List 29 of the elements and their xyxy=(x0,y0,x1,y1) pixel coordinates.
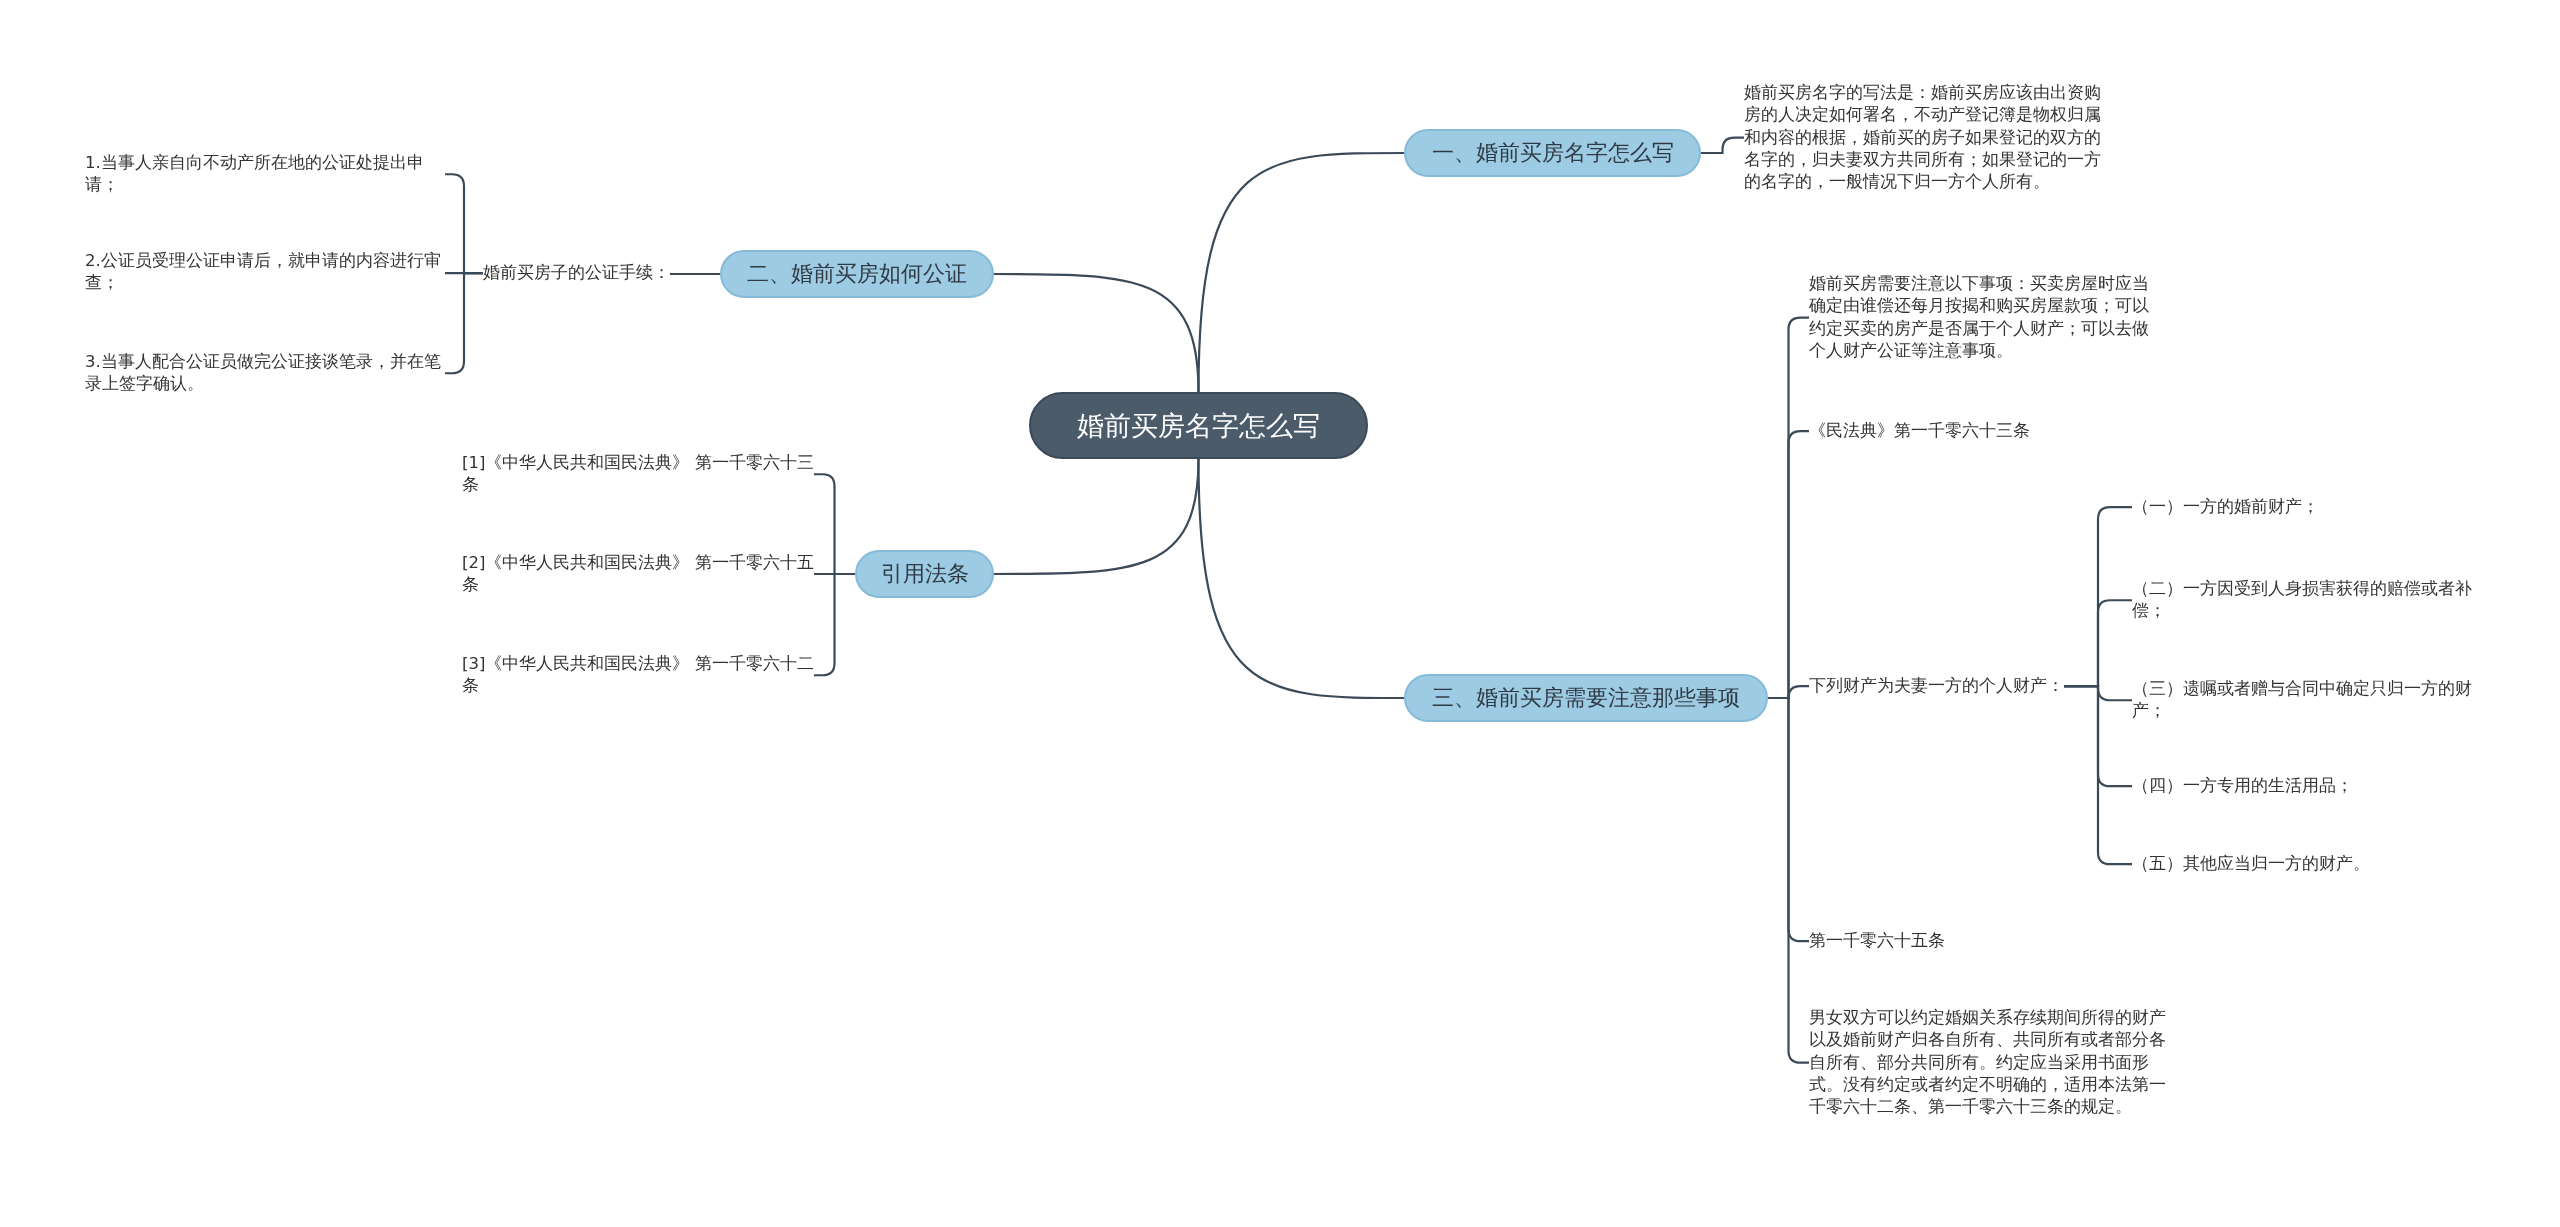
subtopic-text: [1]《中华人民共和国民法典》 第一千零六十三条 xyxy=(462,452,814,497)
subtopic-text: 下列财产为夫妻一方的个人财产： xyxy=(1809,675,2064,698)
subtopic-text: 婚前买房名字的写法是：婚前买房应该由出资购房的人决定如何署名，不动产登记簿是物权归属和内容的根据，婚前买的房子如果登记的双方的名字的，归夫妻双方共同所有；如果登记的一方的名字的，一般情况下归一方个人所有。 xyxy=(1744,82,2110,194)
subtopic-text: 1.当事人亲自向不动产所在地的公证处提出申请； xyxy=(85,152,445,197)
subtopic-text: （三）遗嘱或者赠与合同中确定只归一方的财产； xyxy=(2132,678,2492,723)
topic-pill: 一、婚前买房名字怎么写 xyxy=(1404,129,1701,177)
topic-pill: 二、婚前买房如何公证 xyxy=(720,250,994,298)
connector-line xyxy=(1768,696,1809,1064)
subtopic-text: [2]《中华人民共和国民法典》 第一千零六十五条 xyxy=(462,552,814,597)
central-topic: 婚前买房名字怎么写 xyxy=(1029,392,1368,459)
topic-pill: 引用法条 xyxy=(855,550,994,598)
connector-line xyxy=(670,272,720,276)
connector-line xyxy=(1197,458,1404,700)
subtopic-text: 2.公证员受理公证申请后，就申请的内容进行审查； xyxy=(85,250,445,295)
subtopic-text: 第一千零六十五条 xyxy=(1809,930,1945,953)
subtopic-text: 男女双方可以约定婚姻关系存续期间所得的财产以及婚前财产归各自所有、共同所有或者部分各自所有、部分共同所有。约定应当采用书面形式。没有约定或者约定不明确的，适用本法第一千零六十二条、第一千零六十三条的规定。 xyxy=(1809,1007,2174,1119)
topic-pill: 三、婚前买房需要注意那些事项 xyxy=(1404,674,1768,722)
subtopic-text: 婚前买房需要注意以下事项：买卖房屋时应当确定由谁偿还每月按揭和购买房屋款项；可以约定买卖的房产是否属于个人财产；可以去做个人财产公证等注意事项。 xyxy=(1809,273,2161,363)
subtopic-text: （一）一方的婚前财产； xyxy=(2132,496,2319,519)
subtopic-text: 3.当事人配合公证员做完公证接谈笔录，并在笔录上签字确认。 xyxy=(85,351,445,396)
subtopic-text: 《民法典》第一千零六十三条 xyxy=(1809,420,2030,443)
subtopic-text: [3]《中华人民共和国民法典》 第一千零六十二条 xyxy=(462,653,814,698)
subtopic-text: （五）其他应当归一方的财产。 xyxy=(2132,853,2370,876)
connector-line xyxy=(994,272,1200,393)
subtopic-text: 婚前买房子的公证手续： xyxy=(483,262,670,285)
subtopic-text: （二）一方因受到人身损害获得的赔偿或者补偿； xyxy=(2132,578,2492,623)
connector-line xyxy=(1701,136,1744,155)
subtopic-text: （四）一方专用的生活用品； xyxy=(2132,775,2353,798)
connector-line xyxy=(2064,685,2132,866)
